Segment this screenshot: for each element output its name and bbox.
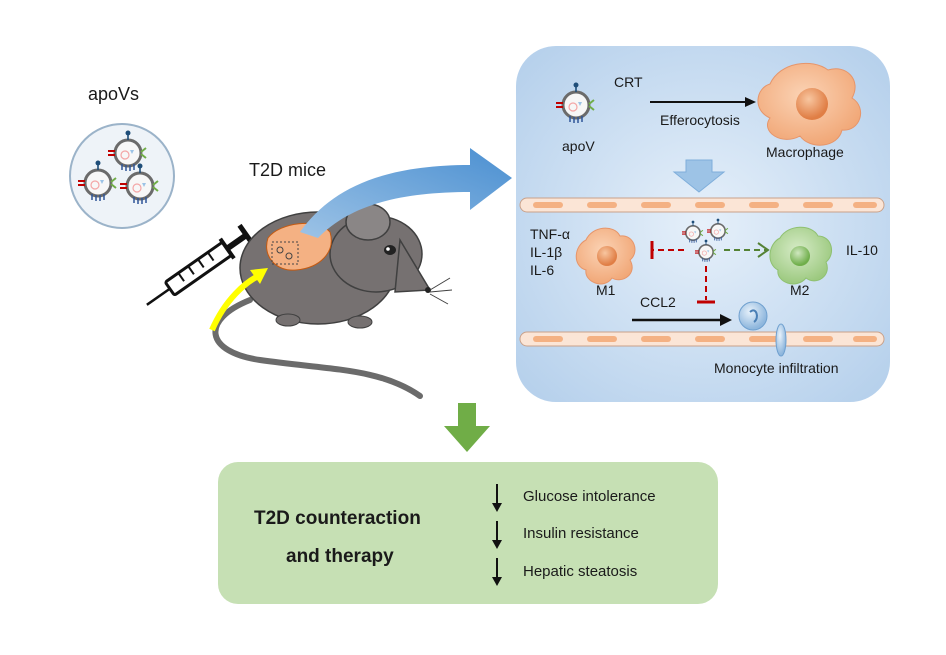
crt-label: CRT — [614, 74, 643, 90]
outcome-title-line1: T2D counteraction — [254, 508, 421, 529]
apovs-label: apoVs — [88, 84, 140, 104]
il10-label: IL-10 — [846, 242, 878, 258]
t2d-mice-label: T2D mice — [249, 160, 327, 180]
apov-label: apoV — [562, 138, 595, 154]
efferocytosis-label: Efferocytosis — [660, 112, 740, 128]
decrease-arrow-icon — [492, 521, 502, 549]
outcome-title-line2: and therapy — [286, 546, 394, 567]
m1-label: M1 — [596, 282, 616, 298]
cytokine-label: IL-1β — [530, 244, 563, 260]
migrating-monocyte — [775, 323, 787, 357]
panel-down-arrow — [672, 159, 726, 193]
monocyte-infiltration-label: Monocyte infiltration — [714, 360, 839, 376]
decrease-arrow-icon — [492, 484, 502, 512]
ccl2-label: CCL2 — [640, 294, 676, 310]
outcome-item: Hepatic steatosis — [523, 563, 638, 580]
big-blue-arrow — [300, 148, 512, 238]
decrease-arrow-icon — [492, 558, 502, 586]
green-down-arrow — [444, 403, 490, 452]
m2-label: M2 — [790, 282, 810, 298]
endothelium-bottom — [519, 331, 885, 347]
mouse-illustration — [239, 203, 453, 329]
macrophage-label: Macrophage — [766, 144, 844, 160]
cytokine-label: TNF-α — [530, 226, 570, 242]
monocyte-cell — [738, 301, 768, 331]
outcome-item: Glucose intolerance — [523, 488, 656, 505]
endothelium-top — [519, 197, 885, 213]
outcome-box — [218, 462, 718, 604]
outcome-item: Insulin resistance — [523, 525, 639, 542]
cytokine-label: IL-6 — [530, 262, 555, 278]
syringe-icon — [146, 223, 256, 306]
apovs-container-circle — [69, 123, 175, 229]
